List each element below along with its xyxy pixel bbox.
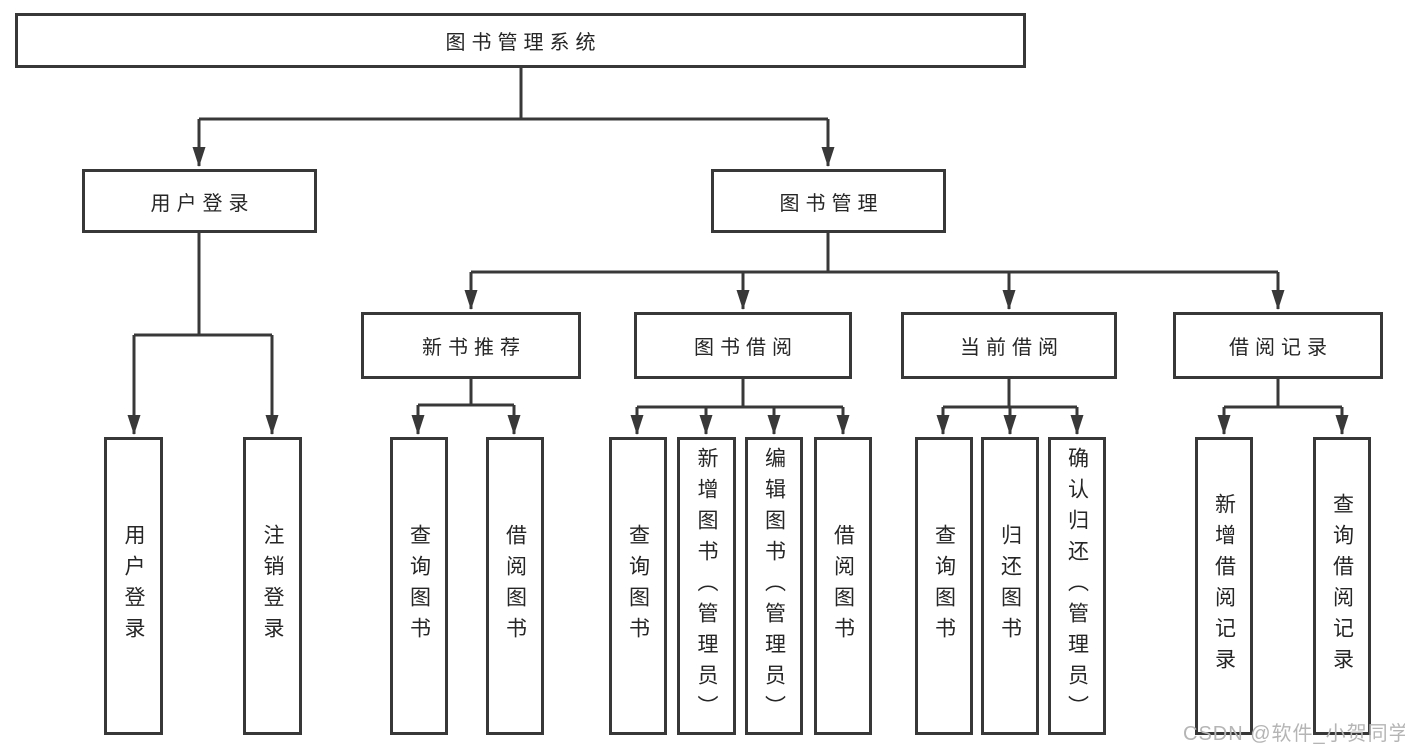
leaf-recommend-borrow-book: 借阅图书 [486, 437, 544, 735]
leaf-borrow-query-book: 查询图书 [609, 437, 667, 735]
leaf-borrow-book: 借阅图书 [814, 437, 872, 735]
leaf-add-borrow-record: 新增借阅记录 [1195, 437, 1253, 735]
node-book-management: 图书管理 [711, 169, 946, 233]
node-current-borrow: 当前借阅 [901, 312, 1117, 379]
leaf-add-book-admin: 新增图书（管理员） [677, 437, 736, 735]
leaf-confirm-return-admin: 确认归还（管理员） [1048, 437, 1106, 735]
leaf-user-login: 用户登录 [104, 437, 163, 735]
node-new-book-recommend: 新书推荐 [361, 312, 581, 379]
leaf-recommend-query-book: 查询图书 [390, 437, 448, 735]
leaf-edit-book-admin: 编辑图书（管理员） [745, 437, 803, 735]
node-user-login: 用户登录 [82, 169, 317, 233]
leaf-logout: 注销登录 [243, 437, 302, 735]
node-borrow-records: 借阅记录 [1173, 312, 1383, 379]
node-book-borrow: 图书借阅 [634, 312, 852, 379]
leaf-current-query-book: 查询图书 [915, 437, 973, 735]
leaf-query-borrow-record: 查询借阅记录 [1313, 437, 1371, 735]
watermark: CSDN @软件_小贺同学 [1183, 723, 1405, 745]
leaf-return-book: 归还图书 [981, 437, 1039, 735]
node-library-management-system: 图书管理系统 [15, 13, 1026, 68]
